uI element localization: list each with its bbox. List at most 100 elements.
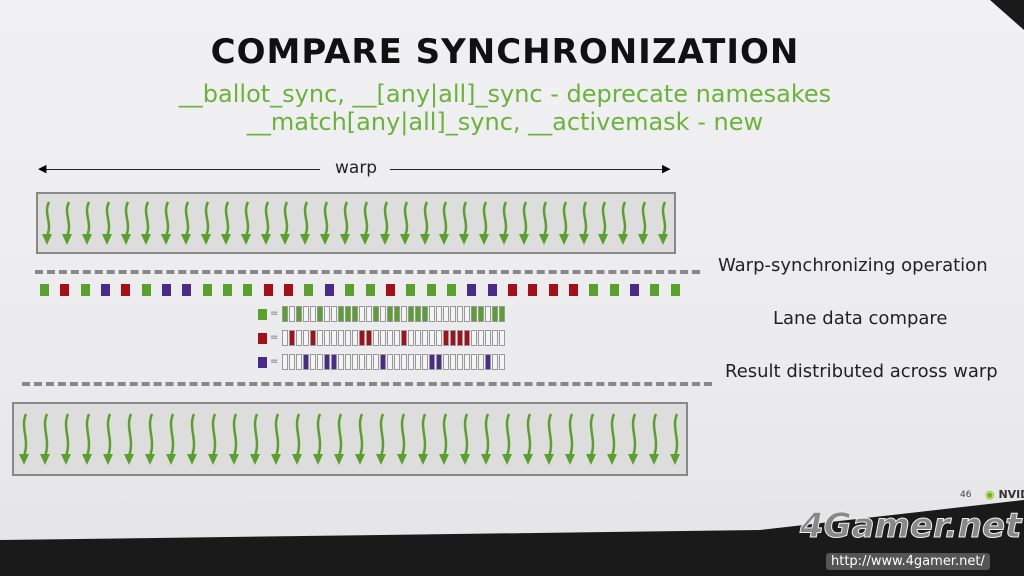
mask-bit (352, 306, 359, 322)
mask-bit (296, 306, 303, 322)
mask-bit (296, 330, 303, 346)
mask-bit (338, 354, 345, 370)
nvidia-eye-icon: ◉ (985, 488, 995, 501)
mask-bit (429, 306, 436, 322)
mask-bit (345, 306, 352, 322)
thread-arrow-icon (60, 412, 74, 466)
mask-bit (338, 306, 345, 322)
thread-arrow-icon (627, 412, 641, 466)
thread-arrow-icon (144, 412, 158, 466)
thread-arrow-icon (41, 200, 55, 246)
mask-bit (422, 354, 429, 370)
mask-bit (303, 306, 310, 322)
mask-bit (394, 330, 401, 346)
warp-threads-top (36, 192, 676, 254)
mask-bit (429, 354, 436, 370)
lane-value (568, 284, 578, 296)
thread-arrow-icon (458, 200, 472, 246)
thread-arrow-icon (180, 200, 194, 246)
mask-bit (408, 354, 415, 370)
thread-arrow-icon (299, 200, 313, 246)
mask-bit (352, 330, 359, 346)
thread-arrow-icon (480, 412, 494, 466)
mask-bit (373, 330, 380, 346)
mask-bit (303, 354, 310, 370)
lane-value (345, 284, 355, 296)
lane-value (426, 284, 436, 296)
lane-value (284, 284, 294, 296)
mask-bit (394, 306, 401, 322)
mask-bit (303, 330, 310, 346)
compare-key (258, 356, 267, 368)
thread-arrow-icon (578, 200, 592, 246)
lane-value (40, 284, 49, 296)
mask-bit (373, 354, 380, 370)
thread-arrow-icon (379, 200, 393, 246)
label-lane-compare: Lane data compare (773, 308, 948, 329)
thread-arrow-icon (140, 200, 154, 246)
lane-value (121, 284, 131, 296)
subtitle-new: __match[any|all]_sync, __activemask - ne… (246, 108, 764, 136)
arrow-right-icon: ▶ (662, 162, 671, 175)
thread-arrow-icon (419, 200, 433, 246)
lane-value (243, 284, 253, 296)
mask-bit (457, 354, 464, 370)
lane-value (80, 284, 90, 296)
mask-bit (485, 330, 492, 346)
nvidia-logo: ◉ NVID (985, 488, 1024, 501)
mask-bit (331, 330, 338, 346)
mask-bit (366, 330, 373, 346)
mask-bit (387, 306, 394, 322)
thread-arrow-icon (339, 200, 353, 246)
thread-arrow-icon (61, 200, 75, 246)
thread-arrow-icon (438, 200, 452, 246)
mask-bit (499, 330, 506, 346)
mask-bit (401, 354, 408, 370)
lane-value (223, 284, 233, 296)
thread-arrow-icon (81, 412, 95, 466)
thread-arrow-icon (637, 200, 651, 246)
mask-bit (296, 354, 303, 370)
mask-bit (310, 354, 317, 370)
thread-arrow-icon (564, 412, 578, 466)
thread-arrow-icon (220, 200, 234, 246)
thread-arrow-icon (399, 200, 413, 246)
mask-bit (331, 306, 338, 322)
lane-value (528, 284, 538, 296)
lane-value (446, 284, 456, 296)
mask-bit (366, 306, 373, 322)
equals-sign: = (270, 356, 279, 367)
compare-row-purple: = (258, 354, 506, 370)
mask-bit (436, 330, 443, 346)
lane-value (141, 284, 151, 296)
mask-bit (380, 354, 387, 370)
mask-bit (345, 330, 352, 346)
mask-bit (415, 330, 422, 346)
watermark-url: http://www.4gamer.net/ (826, 553, 990, 570)
thread-arrow-icon (270, 412, 284, 466)
mask-bit (450, 354, 457, 370)
mask-bit (499, 354, 506, 370)
mask-bit (345, 354, 352, 370)
mask-bit (401, 306, 408, 322)
lane-value (487, 284, 497, 296)
mask-bit (450, 306, 457, 322)
mask-bit (415, 306, 422, 322)
lane-value (467, 284, 477, 296)
mask-bit (352, 354, 359, 370)
subtitle-deprecated: __ballot_sync, __[any|all]_sync - deprec… (178, 80, 832, 108)
thread-arrow-icon (291, 412, 305, 466)
mask-bit (464, 330, 471, 346)
mask-bit (485, 354, 492, 370)
thread-arrow-icon (102, 412, 116, 466)
mask-bit (359, 306, 366, 322)
mask-bit (457, 330, 464, 346)
thread-arrow-icon (375, 412, 389, 466)
mask-bit (492, 354, 499, 370)
mask-bit (394, 354, 401, 370)
mask-bit (492, 306, 499, 322)
thread-arrow-icon (597, 200, 611, 246)
thread-arrow-icon (249, 412, 263, 466)
lane-value (324, 284, 334, 296)
lane-value (385, 284, 395, 296)
